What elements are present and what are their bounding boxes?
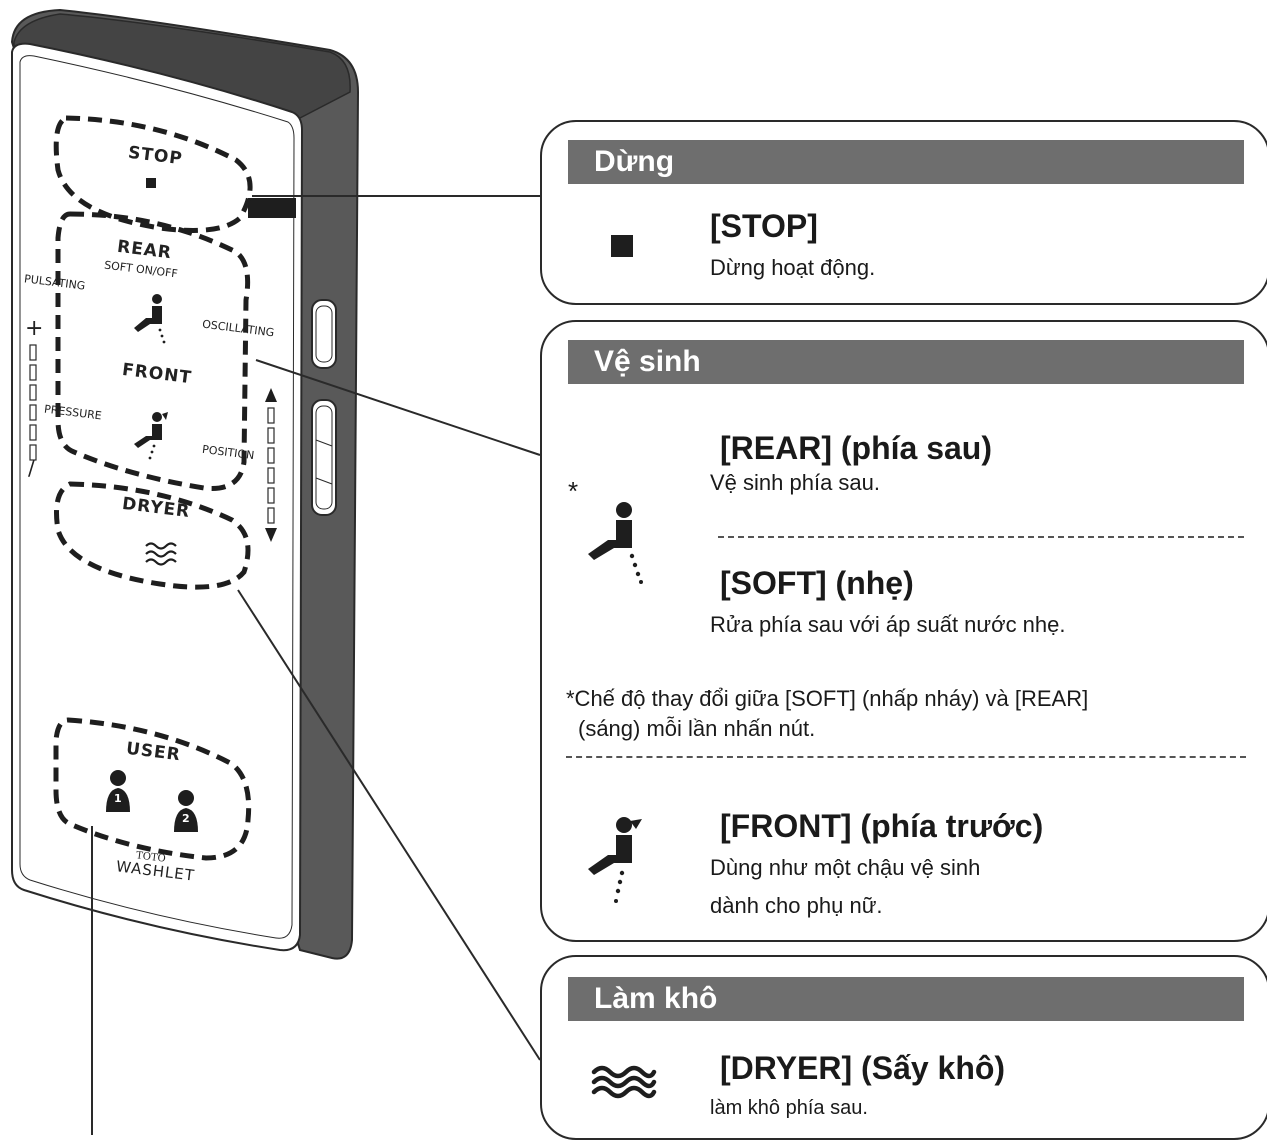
dryer-group-outline [54, 481, 251, 590]
front-title: [FRONT] (phía trước) [720, 808, 1044, 844]
rear-desc: Vệ sinh phía sau. [710, 470, 881, 495]
stop-square-icon [146, 178, 156, 188]
front-desc-line1: Dùng như một chậu vệ sinh [710, 855, 981, 880]
asterisk: * [568, 476, 579, 506]
stop-title: [STOP] [710, 208, 818, 244]
mode-note-line2: (sáng) mỗi lần nhấn nút. [578, 716, 816, 741]
position-down-icon [265, 528, 277, 542]
dry-section-header: Làm khô [568, 977, 1244, 1021]
stop-group-outline [53, 115, 253, 233]
position-level-bars [267, 407, 275, 524]
user-group-outline [53, 717, 252, 861]
remote-user1-number: 1 [114, 792, 122, 805]
mode-note-line1: *Chế độ thay đổi giữa [SOFT] (nhấp nháy)… [566, 686, 1089, 711]
wash-group-outline [55, 211, 251, 491]
dryer-wave-icon [145, 542, 177, 566]
dryer-title: [DRYER] (Sấy khô) [720, 1050, 1006, 1086]
divider-rear-soft [718, 536, 1244, 538]
divider-note-front [566, 756, 1246, 758]
front-person-icon [588, 817, 642, 903]
stop-section-header: Dừng [568, 140, 1244, 184]
remote-user2-number: 2 [182, 812, 190, 825]
remote-minus-label: / [28, 456, 35, 480]
soft-title: [SOFT] (nhẹ) [720, 565, 914, 601]
stop-square-icon [611, 235, 633, 257]
position-up-icon [265, 388, 277, 402]
rear-person-icon [134, 294, 166, 344]
clean-section-header: Vệ sinh [568, 340, 1244, 384]
user2-icon [174, 790, 198, 832]
soft-desc: Rửa phía sau với áp suất nước nhẹ. [710, 612, 1066, 637]
dryer-wave-icon [591, 1065, 657, 1099]
clean-section-box [540, 320, 1267, 942]
rear-title: [REAR] (phía sau) [720, 430, 992, 466]
front-desc-line2: dành cho phụ nữ. [710, 893, 883, 918]
dryer-desc: làm khô phía sau. [710, 1097, 868, 1119]
user1-icon [106, 770, 130, 812]
indicator-bar [248, 198, 296, 218]
side-button-upper [311, 299, 337, 369]
pressure-level-bars [29, 344, 37, 461]
front-person-icon [134, 412, 168, 460]
rear-person-icon [588, 502, 643, 584]
stop-desc: Dừng hoạt động. [710, 255, 876, 280]
remote-plus-label: + [25, 316, 44, 341]
side-button-lower [311, 399, 337, 516]
